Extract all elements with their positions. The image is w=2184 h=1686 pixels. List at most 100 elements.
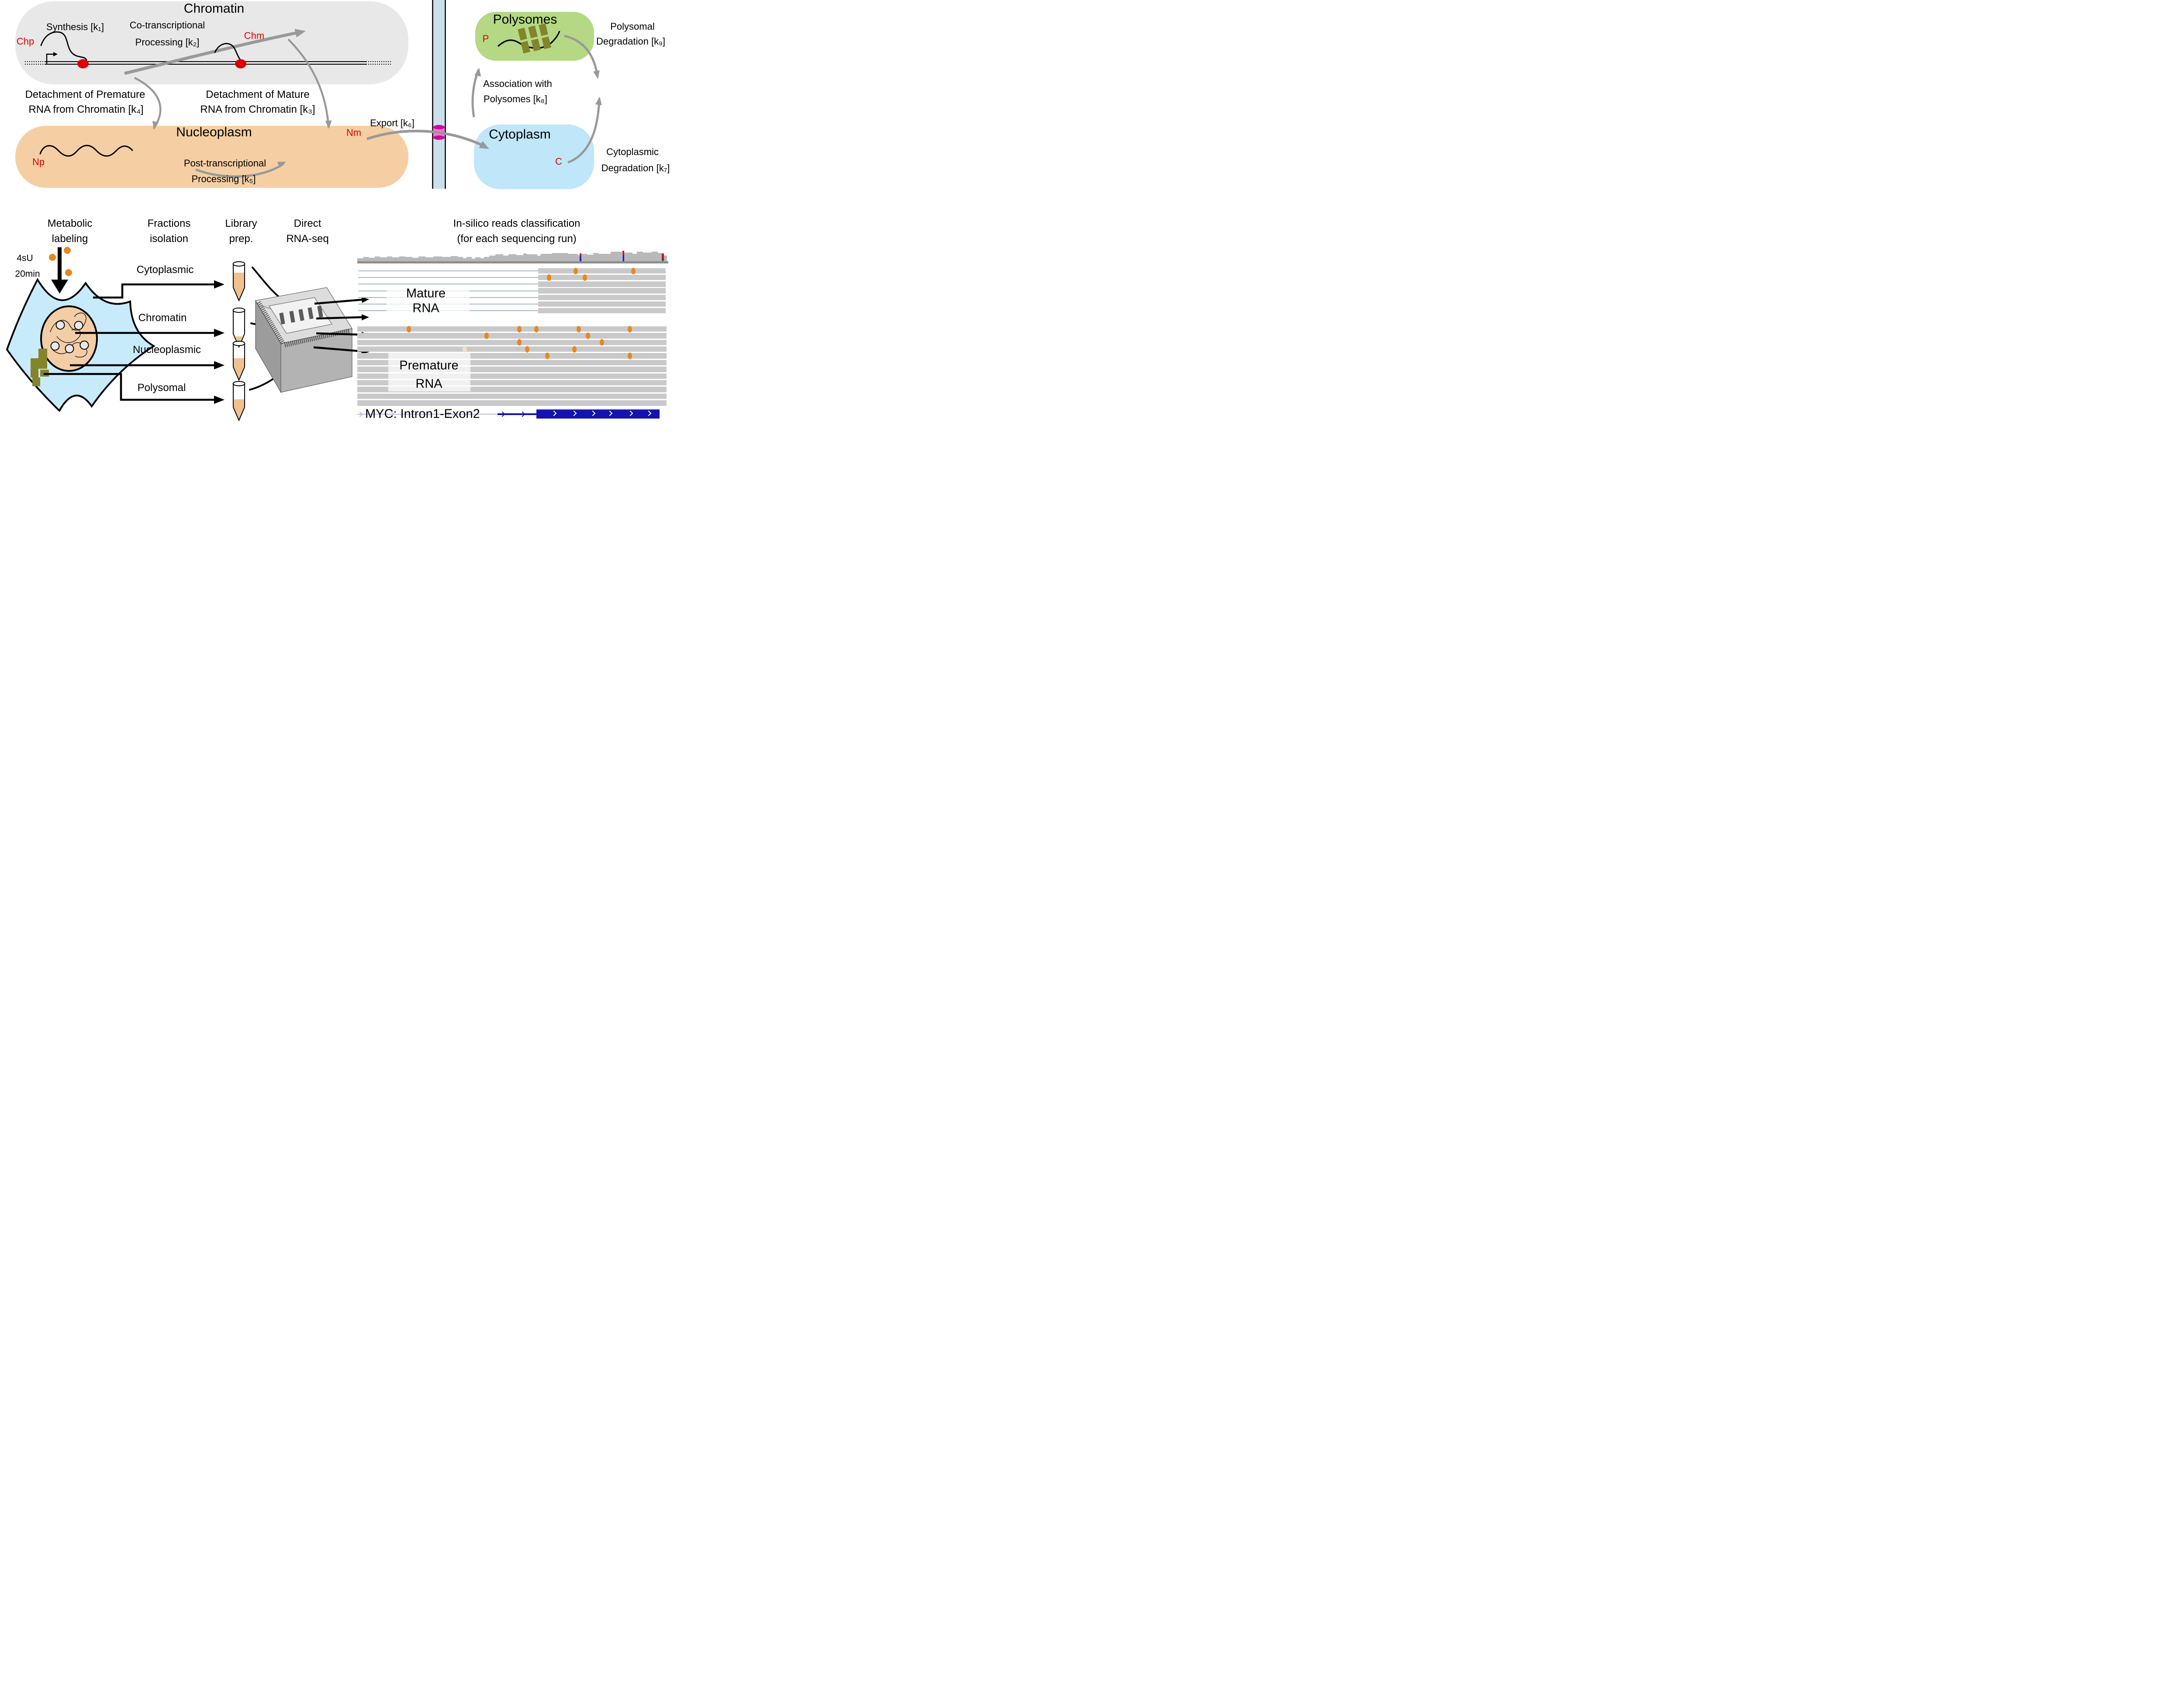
coverage-bar [552,253,568,261]
coverage-bar [632,254,637,261]
mature-rna-label-2: RNA [412,301,439,315]
cytoplasm-blob [474,125,594,189]
premature-rna-label-1: Premature [399,358,459,373]
labeled-nucleotide-dot [586,332,590,339]
nucleus [40,305,98,372]
c-species-label: C [555,156,562,167]
chromatin-blob [15,1,408,84]
step-metabolic-labeling-1: Metabolic [47,218,93,229]
fraction-polysomal: Polysomal [137,382,186,394]
detach-mature-label-2: RNA from Chromatin [k₃] [200,104,315,115]
detach-mature-label-1: Detachment of Mature [206,89,310,100]
coverage-snp-bar [662,253,664,259]
mature-read-bar [538,294,666,300]
gene-exon-box [536,409,660,419]
labeled-nucleotide-dot [525,346,529,353]
nm-species-label: Nm [346,127,362,138]
step-library-prep-2: prep. [229,233,253,245]
coverage-bar [611,252,622,261]
coverage-bar [587,255,593,261]
coverage-bar [489,256,495,261]
coverage-snp-bar [622,255,624,261]
fraction-chromatin: Chromatin [138,312,187,324]
step-direct-rnaseq-2: RNA-seq [286,233,329,245]
coverage-bar [664,256,667,261]
premature-read-bar [357,400,667,406]
coverage-bar [418,256,425,261]
mature-read-bar [538,288,666,294]
coverage-bar [537,256,541,261]
coverage-snp-bar [580,256,581,261]
labeled-nucleotide-dot [600,339,604,346]
step-fractions-isolation-1: Fractions [147,218,191,229]
coverage-snp-bar [662,260,664,261]
labeled-nucleotide-dot [517,339,522,346]
mature-read-bar [538,275,666,280]
step-library-prep-1: Library [225,218,257,229]
coverage-bar [363,257,369,261]
labeled-nucleotide-dot [628,353,632,360]
kinetic-arrowheads [152,29,602,168]
coverage-bar [652,252,658,261]
cytoplasmic-degradation-label-2: Degradation [k₇] [601,163,670,173]
diagram-art [6,0,602,422]
premature-label-box [388,352,470,391]
coverage-bar [541,254,552,261]
labeled-nucleotide-dot [545,353,549,360]
coverage-bar [425,257,433,261]
gene-intron-line [357,413,541,415]
coverage-bar [392,257,399,261]
chp-species-label: Chp [16,36,35,47]
fraction-nucleoplasmic: Nucleoplasmic [132,344,201,356]
4su-arrow-icon [51,247,68,294]
coverage-bar [624,253,632,261]
coverage-bar [463,258,467,261]
nucleosome-icons [50,320,89,353]
coverage-bar [480,258,484,261]
labeled-nucleotide-dot [407,325,411,332]
posttranscriptional-label-2: Processing [k₅] [191,173,256,184]
premature-read-bar [357,393,667,399]
cotranscriptional-label-1: Co-transcriptional [129,20,205,31]
insilico-title-1: In-silico reads classification [453,218,581,229]
polysomal-degradation-label-1: Polysomal [610,21,655,32]
coverage-bar [387,256,392,261]
detach-premature-label-2: RNA from Chromatin [k₄] [28,104,144,115]
fraction-cytoplasmic: Cytoplasmic [136,264,194,276]
label-4su: 4sU [17,253,33,263]
coverage-bar [399,256,405,261]
coverage-bar [369,258,375,261]
mature-intron-line [358,277,538,278]
reads-classification-panel [0,0,672,422]
labeled-nucleotide-dot [547,274,551,281]
labeled-nucleotide-dot [577,325,581,332]
rna-squiggles [39,31,242,157]
labeled-nucleotide-dot [517,325,522,332]
chromatin-title: Chromatin [183,1,245,16]
np-species-label: Np [32,156,45,167]
coverage-bar [516,255,523,261]
rna-polymerase-icon [77,59,89,69]
mature-read-bar [538,308,666,314]
premature-read-bar [357,339,667,345]
p-species-label: P [482,33,489,44]
premature-read-bar [357,346,667,352]
kinetic-arrows [124,30,601,178]
coverage-snp-bar [662,259,664,260]
promoter-arrow-icon [46,52,58,64]
figure: Chromatin Synthesis [k₁] Co-transcriptio… [0,0,672,422]
fraction-connectors [44,283,215,401]
coverage-bar [484,257,489,261]
coverage-bar [593,253,598,261]
mature-label-box [387,285,470,316]
coverage-bar [523,253,527,261]
coverage-bar [357,258,363,261]
dna [25,61,392,65]
posttranscriptional-label-1: Post-transcriptional [183,158,266,169]
coverage-bar [598,254,611,261]
coverage-bar [458,257,463,261]
cytoplasm-title: Cytoplasm [489,127,551,142]
nucleoplasm-blob [15,126,408,188]
labeled-nucleotide-dot [583,274,587,281]
coverage-bar [472,259,475,261]
